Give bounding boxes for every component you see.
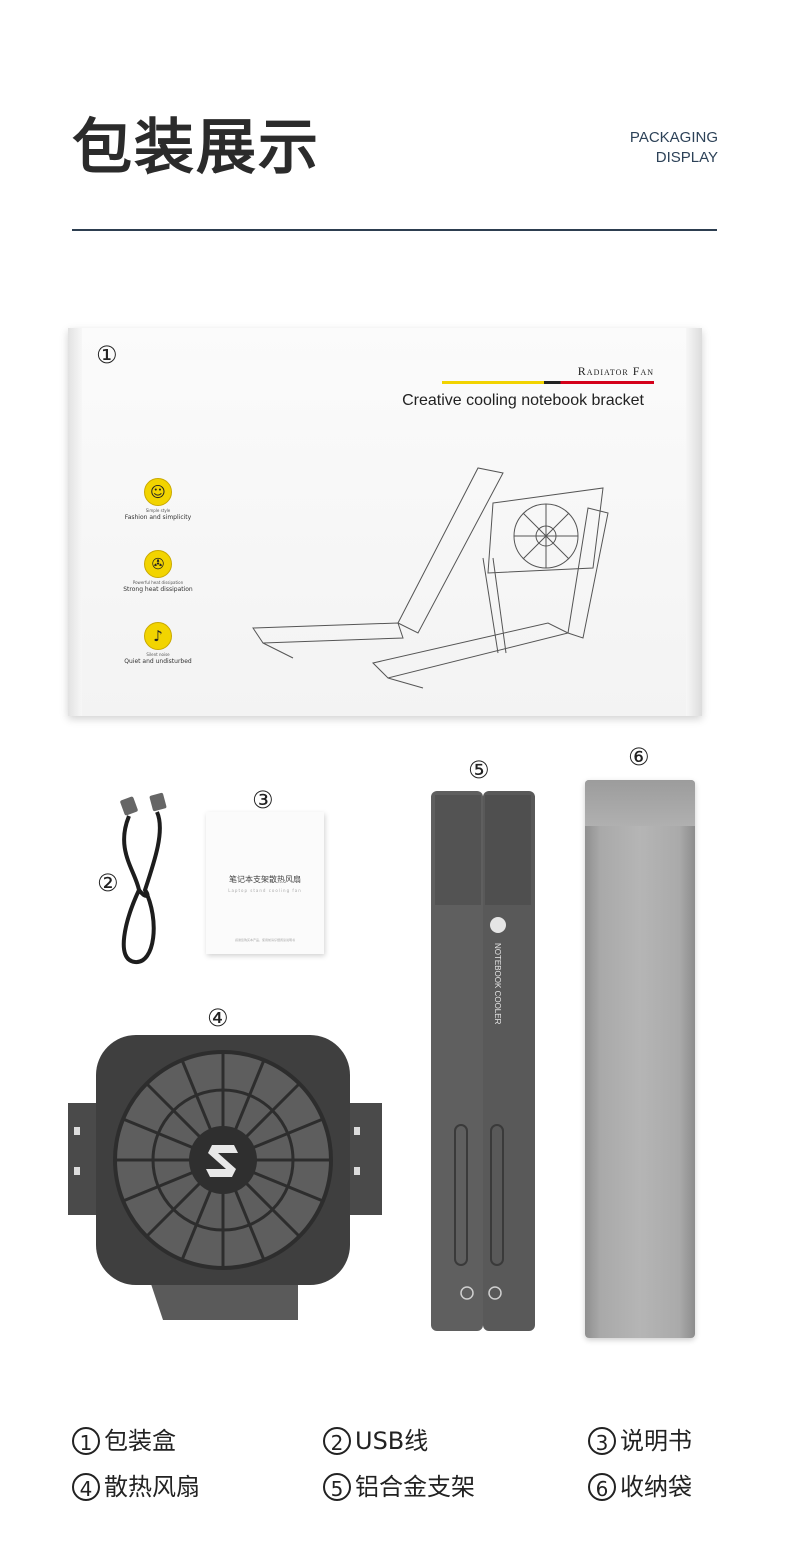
legend-label-4: 散热风扇	[104, 1473, 200, 1501]
page-title: 包装展示	[72, 113, 320, 183]
feature-1-small: Simple style	[145, 508, 171, 513]
legend-label-3: 说明书	[620, 1427, 692, 1455]
legend-num-1: 1	[72, 1427, 100, 1455]
feature-2-label: Strong heat dissipation	[123, 586, 193, 593]
fan-icon: ✇	[144, 550, 172, 578]
stand-label: NOTEBOOK COOLER	[493, 943, 502, 1025]
feature-1: ☺ Simple style Fashion and simplicity	[108, 478, 208, 522]
manual-footer: 感谢您购买本产品，使用前请仔细阅读说明书	[234, 938, 295, 942]
cable-number: ②	[97, 869, 119, 897]
feature-3: ♪ Silent noise Quiet and undisturbed	[108, 622, 208, 666]
aluminum-stand-image: NOTEBOOK COOLER	[431, 791, 535, 1331]
packaging-box-image: ① Radiator Fan Creative cooling notebook…	[68, 328, 702, 716]
manual-image: 笔记本支架散热风扇 Laptop stand cooling fan 感谢您购买…	[206, 812, 324, 954]
fan-number: ④	[207, 1004, 229, 1032]
legend-label-2: USB线	[355, 1427, 429, 1455]
pouch-drawstring-top	[585, 780, 695, 826]
title-divider	[72, 229, 717, 231]
pouch-number: ⑥	[628, 743, 650, 771]
manual-subtitle: Laptop stand cooling fan	[228, 888, 302, 893]
storage-pouch-image	[585, 780, 695, 1338]
feature-2: ✇ Powerful heat dissipation Strong heat …	[108, 550, 208, 594]
legend-num-6: 6	[588, 1473, 616, 1501]
feature-1-label: Fashion and simplicity	[124, 514, 192, 521]
box-tagline: Creative cooling notebook bracket	[402, 392, 644, 409]
box-color-bar	[442, 381, 654, 384]
legend-label-5: 铝合金支架	[355, 1473, 475, 1501]
stand-number: ⑤	[468, 756, 490, 784]
box-flap-right	[686, 328, 702, 716]
manual-number: ③	[252, 786, 274, 814]
subtitle-line-1: PACKAGING	[629, 129, 718, 146]
manual-title: 笔记本支架散热风扇	[229, 875, 301, 884]
usb-cable-image	[120, 792, 167, 964]
box-number: ①	[96, 341, 118, 369]
box-flap-left	[68, 328, 82, 716]
feature-3-small: Silent noise	[146, 652, 170, 657]
subtitle-line-2: DISPLAY	[655, 149, 718, 166]
page-subtitle: PACKAGING DISPLAY	[630, 128, 718, 168]
cooling-fan-image	[68, 1035, 382, 1320]
legend-num-5: 5	[323, 1473, 351, 1501]
box-brand: Radiator Fan	[577, 364, 654, 378]
speaker-mute-icon: ♪	[144, 622, 172, 650]
stand-line-drawing	[252, 467, 609, 689]
legend-num-2: 2	[323, 1427, 351, 1455]
feature-3-label: Quiet and undisturbed	[124, 658, 192, 665]
palette-icon: ☺	[144, 478, 172, 506]
legend-num-3: 3	[588, 1427, 616, 1455]
legend-num-4: 4	[72, 1473, 100, 1501]
legend-label-1: 包装盒	[104, 1427, 176, 1455]
legend-label-6: 收纳袋	[620, 1473, 692, 1501]
feature-2-small: Powerful heat dissipation	[132, 580, 184, 585]
